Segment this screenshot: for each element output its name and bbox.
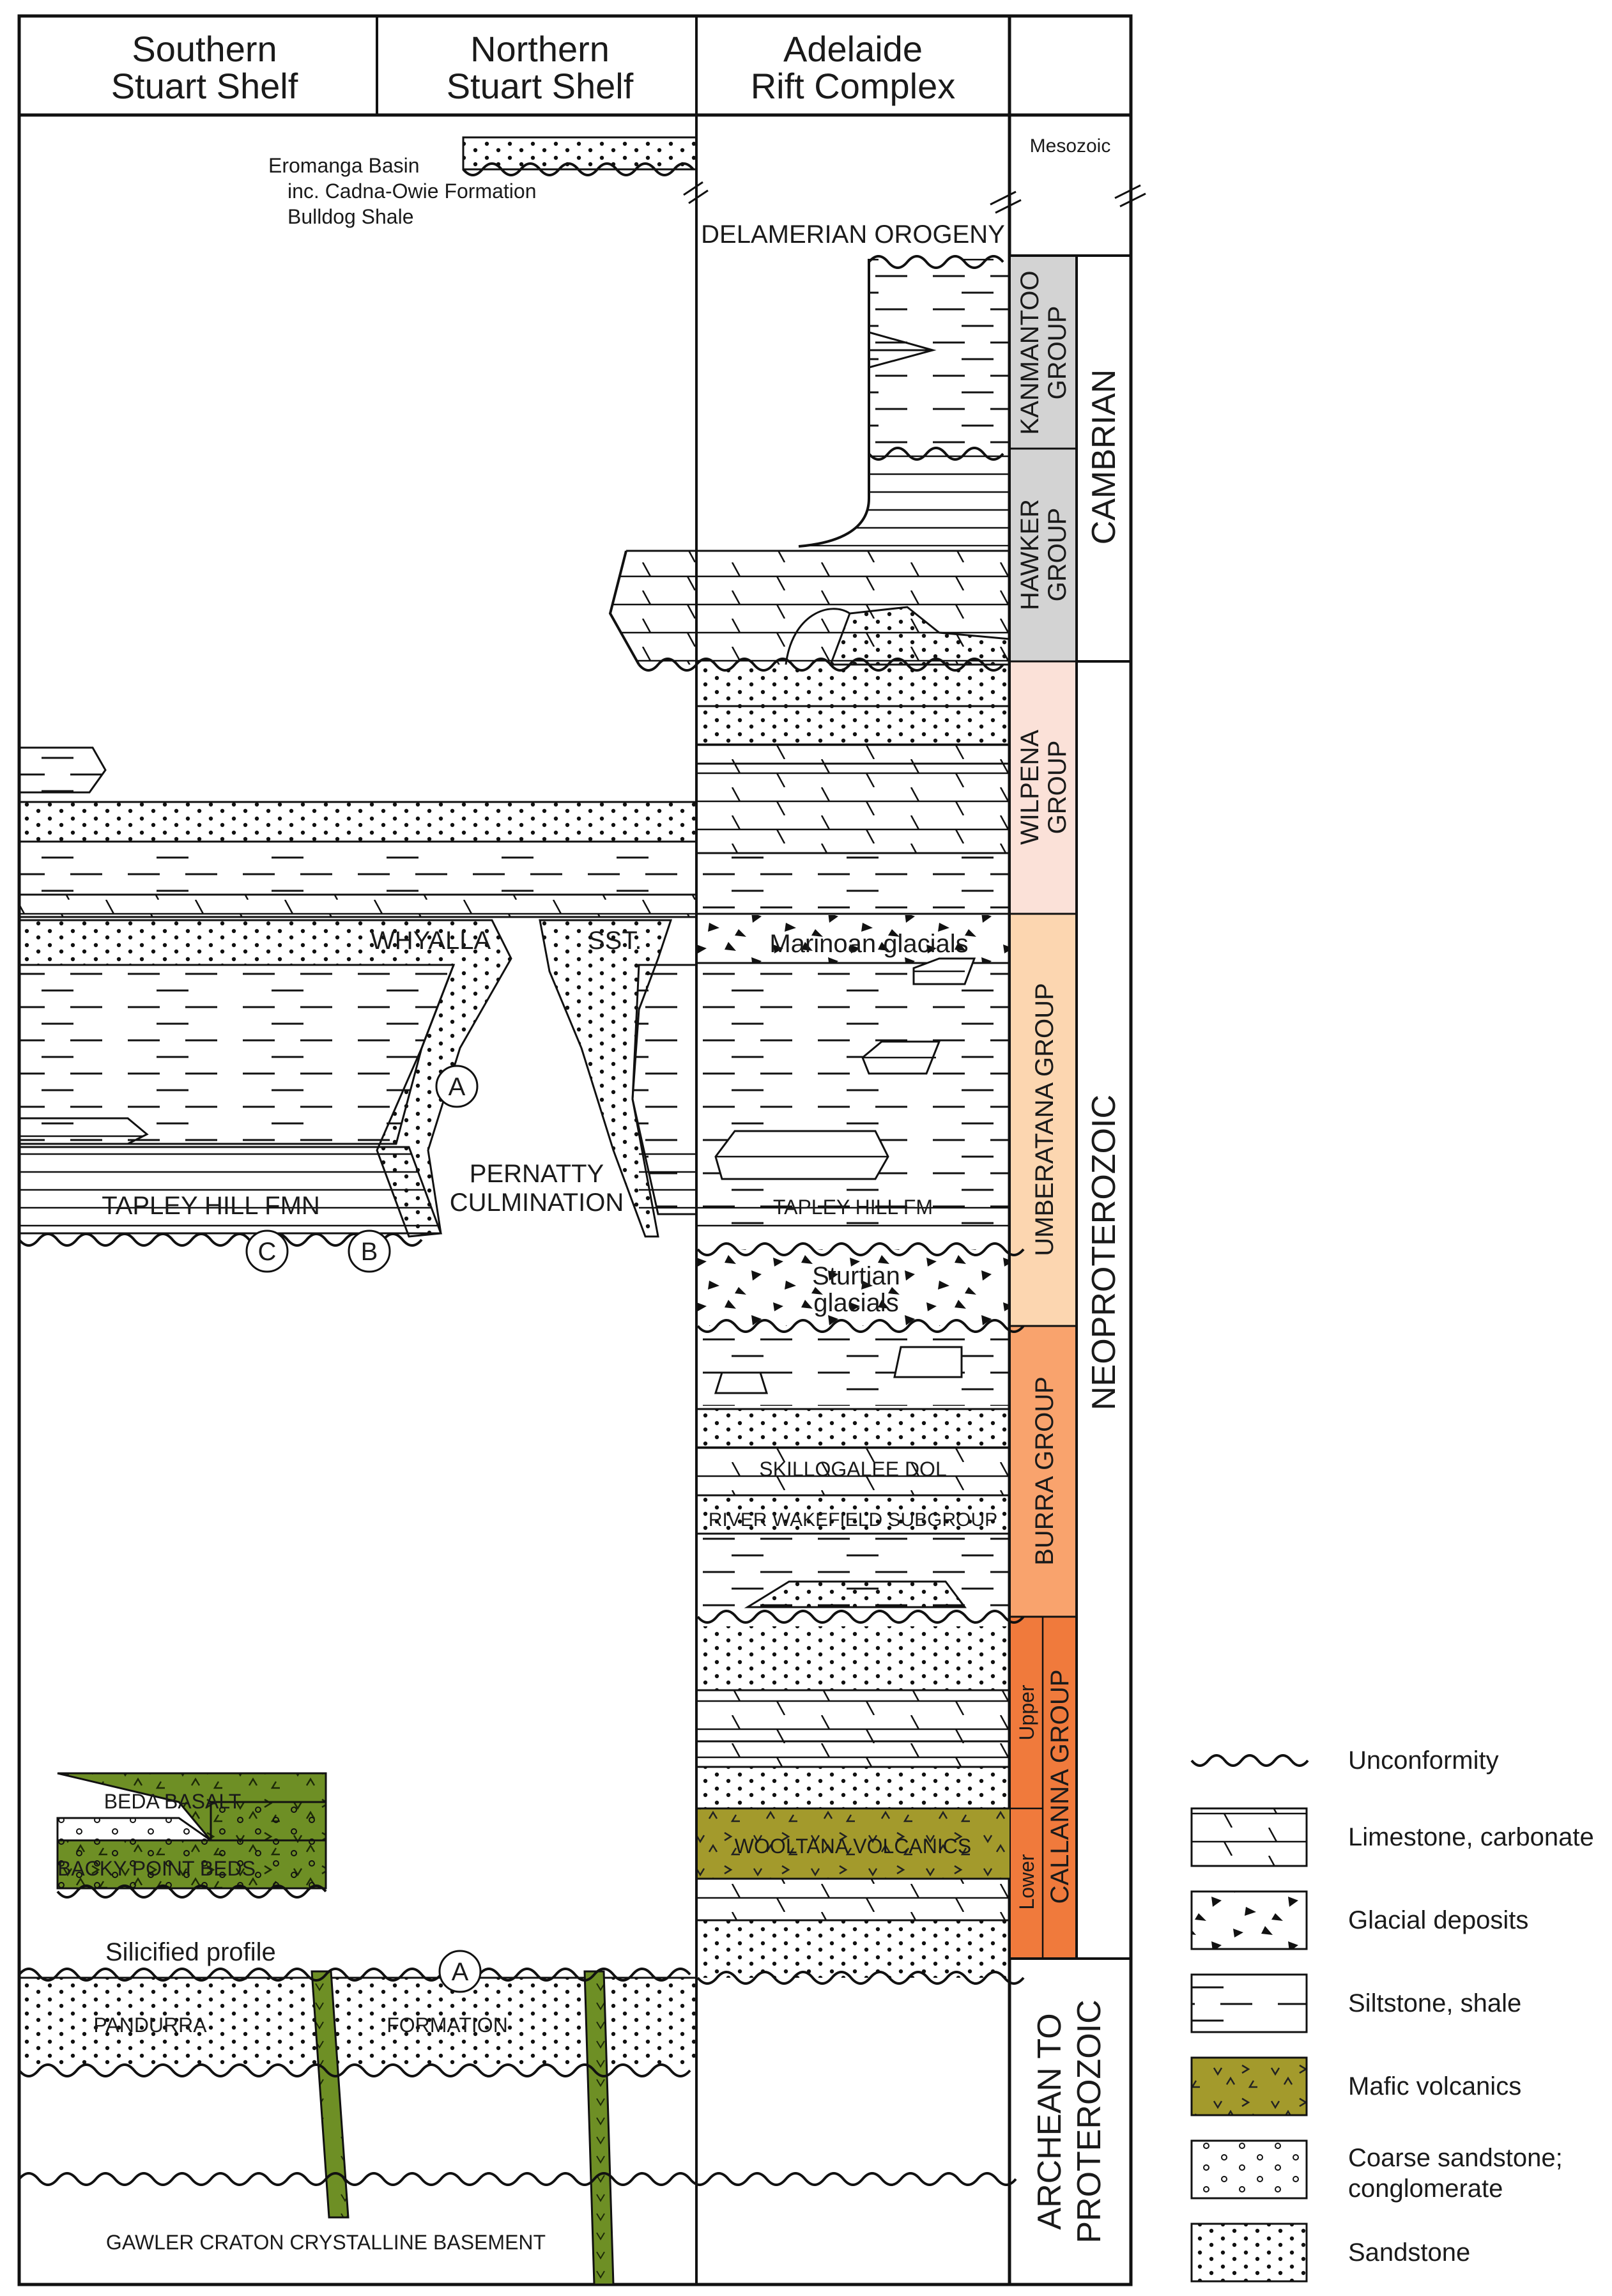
svg-text:A: A [452,1958,469,1986]
svg-text:Stuart Shelf: Stuart Shelf [447,66,634,106]
label-umberatana-group: UMBERATANA GROUP [1031,983,1059,1256]
stuart-shelf-strata [18,136,698,2286]
legend-siltstone: Siltstone, shale [1190,1973,1521,2033]
annotation-delamerian-orogeny: DELAMERIAN OROGENY [701,220,1005,249]
marker-b: B [348,1229,391,1273]
band-burra [1011,1326,1075,1617]
svg-text:Bulldog Shale: Bulldog Shale [288,205,413,228]
svg-text:Siltstone, shale: Siltstone, shale [1348,1989,1521,2017]
annotation-pandurra: PANDURRA [93,2014,207,2037]
svg-text:C: C [258,1238,277,1266]
svg-text:Eromanga Basin: Eromanga Basin [268,154,420,177]
legend-limestone: Limestone, carbonate [1190,1807,1594,1867]
legend-sandstone: Sandstone [1190,2223,1470,2283]
svg-text:KANMANTOO: KANMANTOO [1016,270,1044,435]
band-kanmantoo [1011,257,1075,449]
svg-text:B: B [361,1238,378,1266]
svg-text:Sandstone: Sandstone [1348,2238,1470,2267]
annotation-silicified-profile: Silicified profile [105,1938,276,1966]
header-adelaide-rift-complex: Adelaide Rift Complex [751,29,956,106]
svg-text:A: A [449,1073,466,1101]
adelaide-strata [608,259,1011,1978]
svg-text:GROUP: GROUP [1043,741,1071,835]
annotation-eromanga: Eromanga Basin inc. Cadna-Owie Formation… [268,154,536,228]
svg-text:Southern: Southern [132,29,277,69]
annotation-formation: FORMATION [387,2014,508,2037]
annotation-sturtian-glacials: Sturtian glacials [812,1262,900,1317]
svg-text:PROTEROZOIC: PROTEROZOIC [1071,1999,1108,2243]
legend-unconformity: Unconformity [1190,1746,1499,1775]
label-upper: Upper [1015,1684,1038,1741]
label-lower: Lower [1015,1854,1038,1910]
svg-text:Adelaide: Adelaide [783,29,923,69]
group-bands [1009,257,1077,1957]
svg-text:Mafic volcanics: Mafic volcanics [1348,2072,1521,2100]
svg-text:Coarse sandstone;: Coarse sandstone; [1348,2144,1563,2172]
legend-glacial: Glacial deposits [1190,1890,1528,1950]
svg-text:Glacial deposits: Glacial deposits [1348,1906,1528,1934]
label-wilpena-group: WILPENA GROUP [1016,730,1071,845]
marker-a-lower: A [438,1950,482,1993]
legend: Unconformity Limestone, carbonate Glacia… [1190,1746,1594,2283]
svg-text:Rift Complex: Rift Complex [751,66,956,106]
svg-text:Sturtian: Sturtian [812,1262,900,1290]
svg-text:GROUP: GROUP [1043,306,1071,400]
band-hawker [1011,449,1075,661]
band-umberatana [1011,914,1075,1326]
svg-text:WILPENA: WILPENA [1016,730,1044,845]
marker-c: C [245,1229,289,1273]
label-kanmantoo-group: KANMANTOO GROUP [1016,270,1071,435]
annotation-beda-basalt: BEDA BASALT [104,1790,242,1813]
label-hawker-group: HAWKER GROUP [1016,499,1071,610]
label-burra-group: BURRA GROUP [1031,1376,1059,1566]
annotation-river-wakefield-subgroup: RIVER WAKEFIELD SUBGROUP [709,1509,997,1530]
annotation-gawler-craton: GAWLER CRATON CRYSTALLINE BASEMENT [106,2231,546,2254]
svg-text:conglomerate: conglomerate [1348,2175,1503,2203]
svg-text:Unconformity: Unconformity [1348,1746,1499,1775]
annotation-tapley-hill-fm: TAPLEY HILL FM [773,1196,933,1219]
label-archean-to-proterozoic: ARCHEAN TO PROTEROZOIC [1031,1999,1108,2243]
annotation-skillogalee-dol: SKILLOGALEE DOL [759,1458,946,1481]
annotation-backy-point-beds: BACKY POINT BEDS [58,1857,256,1880]
svg-text:HAWKER: HAWKER [1016,499,1044,610]
svg-text:inc. Cadna-Owie Formation: inc. Cadna-Owie Formation [288,180,536,203]
annotation-tapley-hill-fmn: TAPLEY HILL FMN [102,1192,320,1220]
annotation-whyalla: WHYALLA [371,927,491,955]
label-neoproterozoic: NEOPROTEROZOIC [1086,1095,1123,1410]
svg-text:Limestone, carbonate: Limestone, carbonate [1348,1823,1594,1851]
legend-coarse: Coarse sandstone; conglomerate [1190,2139,1563,2203]
annotation-wooltana-volcanics: WOOLTANA VOLCANICS [735,1835,971,1858]
marker-a-upper: A [435,1065,479,1108]
annotation-pernatty-culmination: PERNATTY CULMINATION [450,1160,624,1217]
svg-text:Northern: Northern [470,29,610,69]
annotation-marinoan-glacials: Marinoan glacials [769,930,968,958]
label-callanna-group: CALLANNA GROUP [1046,1670,1074,1904]
label-mesozoic: Mesozoic [1030,135,1111,157]
svg-text:GROUP: GROUP [1043,508,1071,602]
legend-mafic: Mafic volcanics [1190,2056,1521,2116]
svg-text:ARCHEAN TO: ARCHEAN TO [1031,2013,1068,2230]
band-wilpena [1011,661,1075,914]
annotation-sst: SST. [588,927,641,955]
unconformities [18,162,1146,2186]
label-cambrian: CAMBRIAN [1086,369,1123,544]
svg-text:glacials: glacials [813,1289,898,1317]
header-northern-stuart-shelf: Northern Stuart Shelf [447,29,634,106]
svg-text:CULMINATION: CULMINATION [450,1189,624,1217]
svg-text:Stuart Shelf: Stuart Shelf [111,66,298,106]
header-southern-stuart-shelf: Southern Stuart Shelf [111,29,298,106]
svg-text:PERNATTY: PERNATTY [470,1160,604,1188]
basalt-dyke-left [311,1970,349,2219]
